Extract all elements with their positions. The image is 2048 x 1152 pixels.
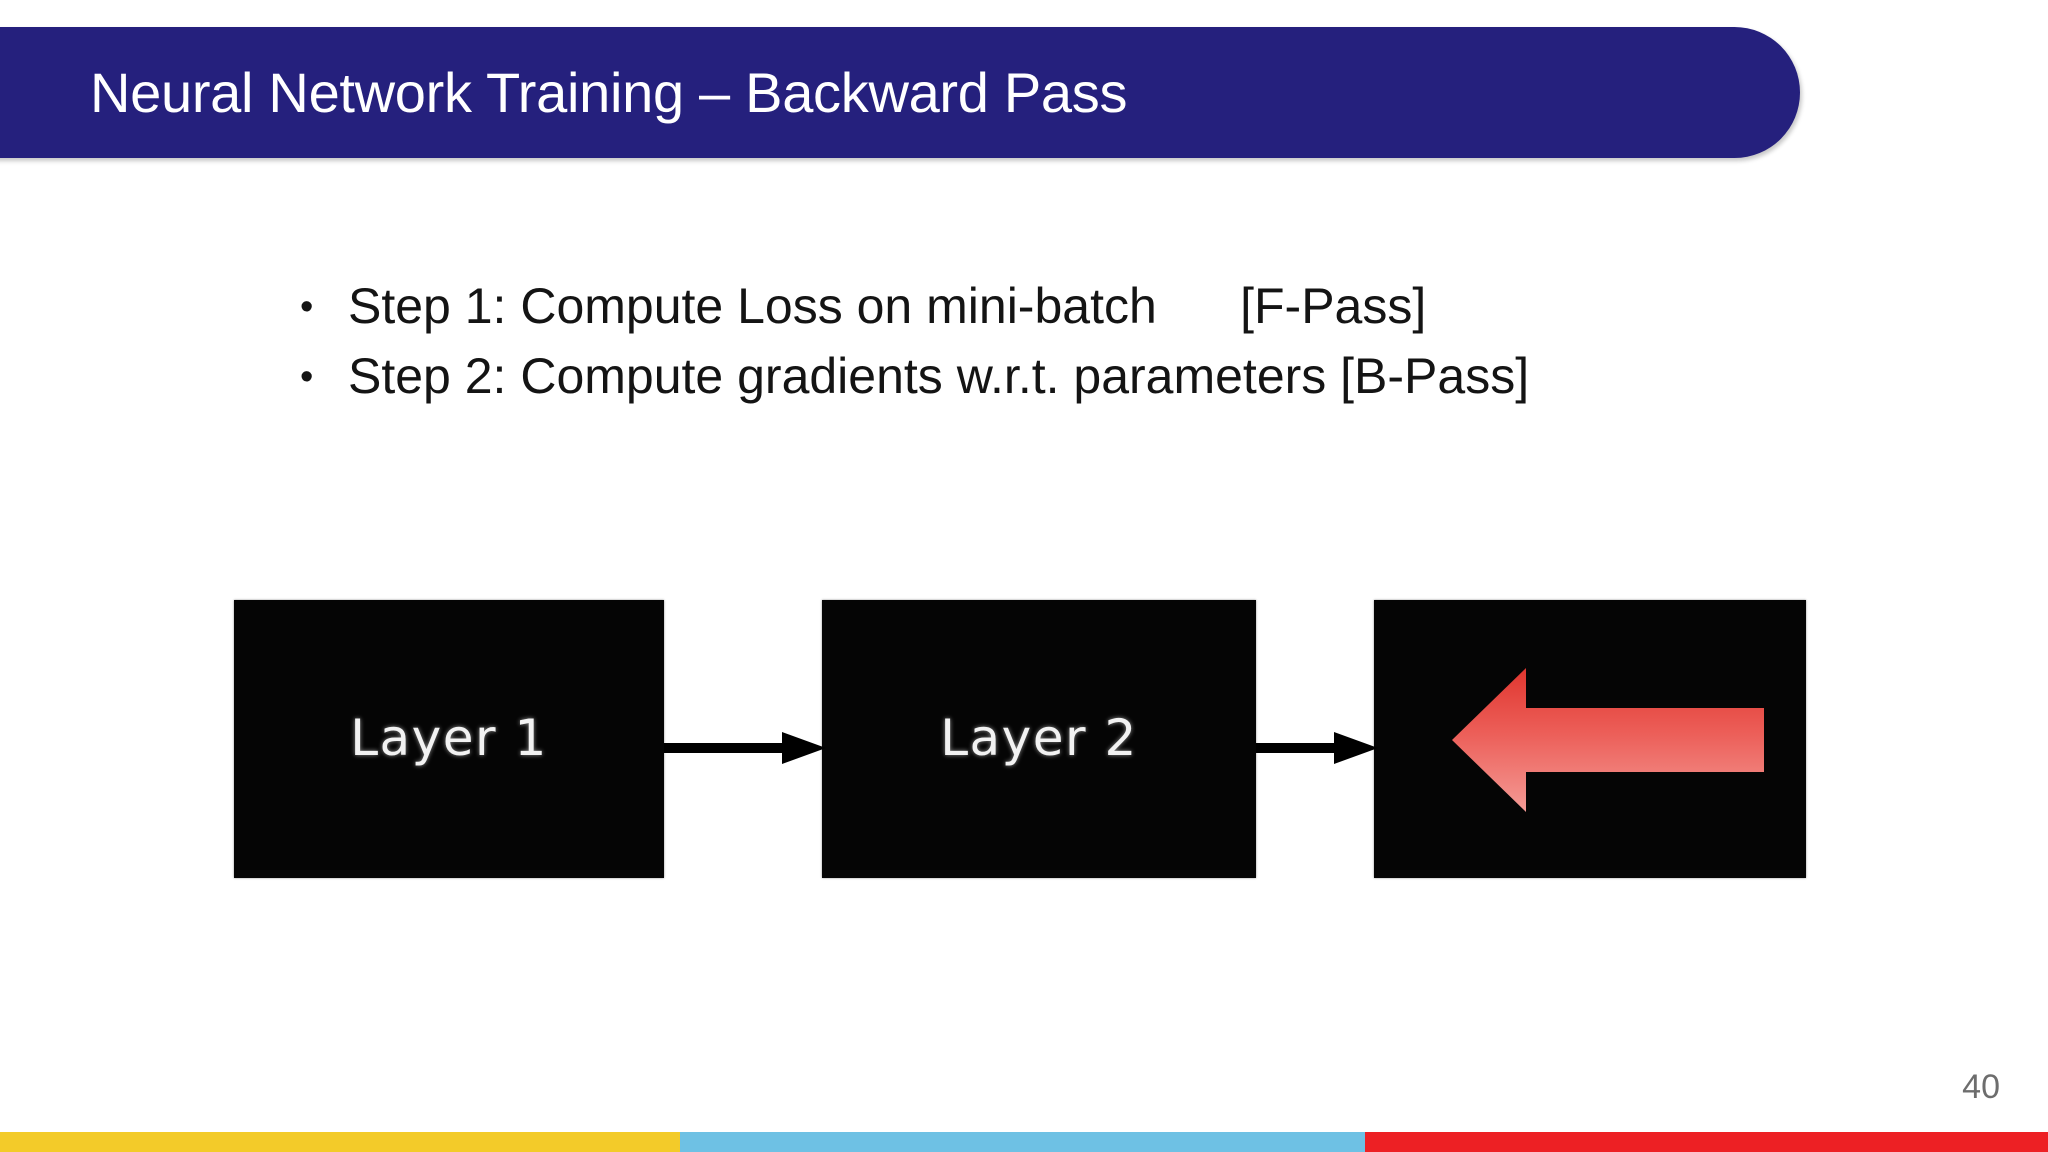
footer-segment-blue [680,1132,1365,1152]
bullet-marker-icon: • [300,286,314,328]
bullet-list: • Step 1: Compute Loss on mini-batch [F-… [300,278,1800,418]
footer-accent-bar [0,1132,2048,1152]
page-title: Neural Network Training – Backward Pass [90,60,1128,124]
bullet-item-step-1-label: Step 1: Compute Loss on mini-batch [F-Pa… [348,278,1427,334]
forward-arrow-1-icon [664,732,826,764]
layer-2-label: Layer 2 [940,708,1138,767]
layer-1-label: Layer 1 [350,708,548,767]
footer-segment-yellow [0,1132,680,1152]
page-number: 40 [1962,1068,2000,1106]
layer-2-box: Layer 2 [822,600,1256,878]
bullet-item-step-2: • Step 2: Compute gradients w.r.t. param… [300,348,1800,404]
title-banner: Neural Network Training – Backward Pass [0,27,1800,158]
bullet-item-step-1: • Step 1: Compute Loss on mini-batch [F-… [300,278,1800,334]
forward-arrow-2-icon [1256,732,1378,764]
bullet-item-step-2-label: Step 2: Compute gradients w.r.t. paramet… [348,348,1530,404]
layer-1-box: Layer 1 [234,600,664,878]
backward-arrow-icon [1452,668,1764,812]
footer-segment-red [1365,1132,2048,1152]
bullet-marker-icon: • [300,356,314,398]
